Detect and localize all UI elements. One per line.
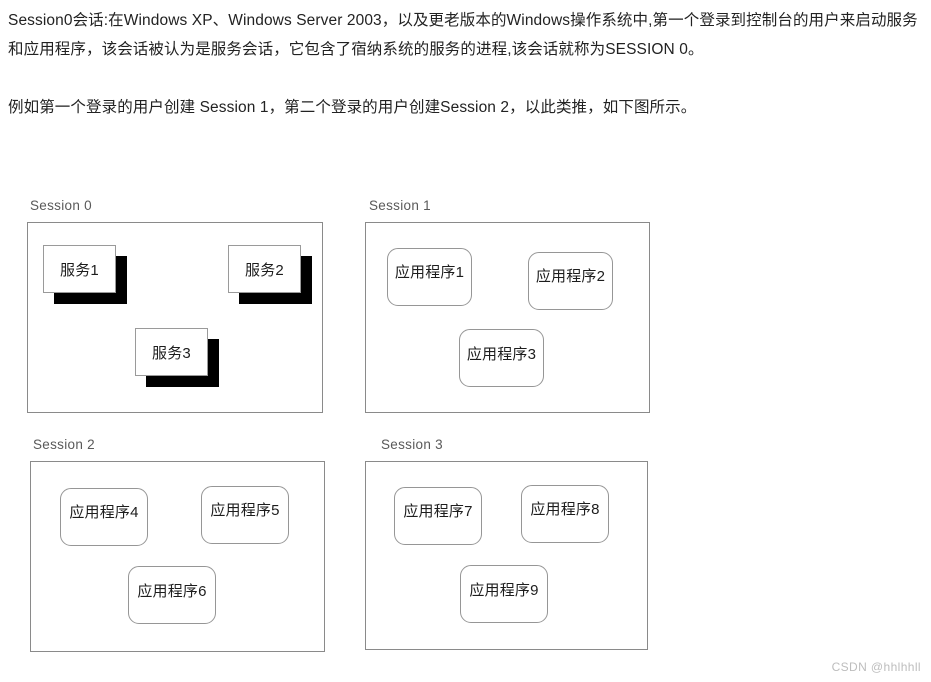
- application-box-label: 应用程序8: [530, 501, 600, 518]
- service-box-1: 服务1: [43, 245, 127, 304]
- application-box-label: 应用程序2: [535, 268, 606, 285]
- session-label-2: Session 2: [33, 437, 95, 452]
- session-label-0: Session 0: [30, 198, 92, 213]
- application-box-label: 应用程序9: [469, 582, 539, 599]
- service-box-face: [43, 245, 116, 293]
- paragraph-2: 例如第一个登录的用户创建 Session 1，第二个登录的用户创建Session…: [8, 99, 697, 116]
- application-box-label: 应用程序7: [403, 503, 473, 520]
- application-box-6: 应用程序6: [128, 566, 216, 624]
- session-diagram: Session 0 服务1 服务2 服务3 Session 1 应用程序1 应用…: [0, 188, 931, 682]
- session-label-3: Session 3: [381, 437, 443, 452]
- service-box-label: 服务3: [152, 344, 191, 362]
- application-box-2: 应用程序2: [528, 252, 613, 310]
- article-text: Session0会话:在Windows XP、Windows Server 20…: [8, 6, 918, 122]
- service-box-2: 服务2: [228, 245, 312, 304]
- application-box-7: 应用程序7: [394, 487, 482, 545]
- application-box-label: 应用程序3: [466, 346, 537, 363]
- session-label-1: Session 1: [369, 198, 431, 213]
- service-box-3: 服务3: [135, 328, 219, 387]
- application-box-8: 应用程序8: [521, 485, 609, 543]
- csdn-watermark: CSDN @hhlhhll: [831, 660, 921, 674]
- application-box-label: 应用程序4: [69, 504, 139, 521]
- service-box-face: [135, 328, 208, 376]
- application-box-1: 应用程序1: [387, 248, 472, 306]
- application-box-5: 应用程序5: [201, 486, 289, 544]
- service-box-label: 服务2: [245, 261, 284, 279]
- application-box-9: 应用程序9: [460, 565, 548, 623]
- service-box-label: 服务1: [60, 261, 99, 279]
- application-box-label: 应用程序1: [394, 264, 465, 281]
- application-box-label: 应用程序5: [210, 502, 280, 519]
- service-box-face: [228, 245, 301, 293]
- paragraph-1: Session0会话:在Windows XP、Windows Server 20…: [8, 12, 918, 58]
- application-box-label: 应用程序6: [137, 583, 207, 600]
- application-box-4: 应用程序4: [60, 488, 148, 546]
- application-box-3: 应用程序3: [459, 329, 544, 387]
